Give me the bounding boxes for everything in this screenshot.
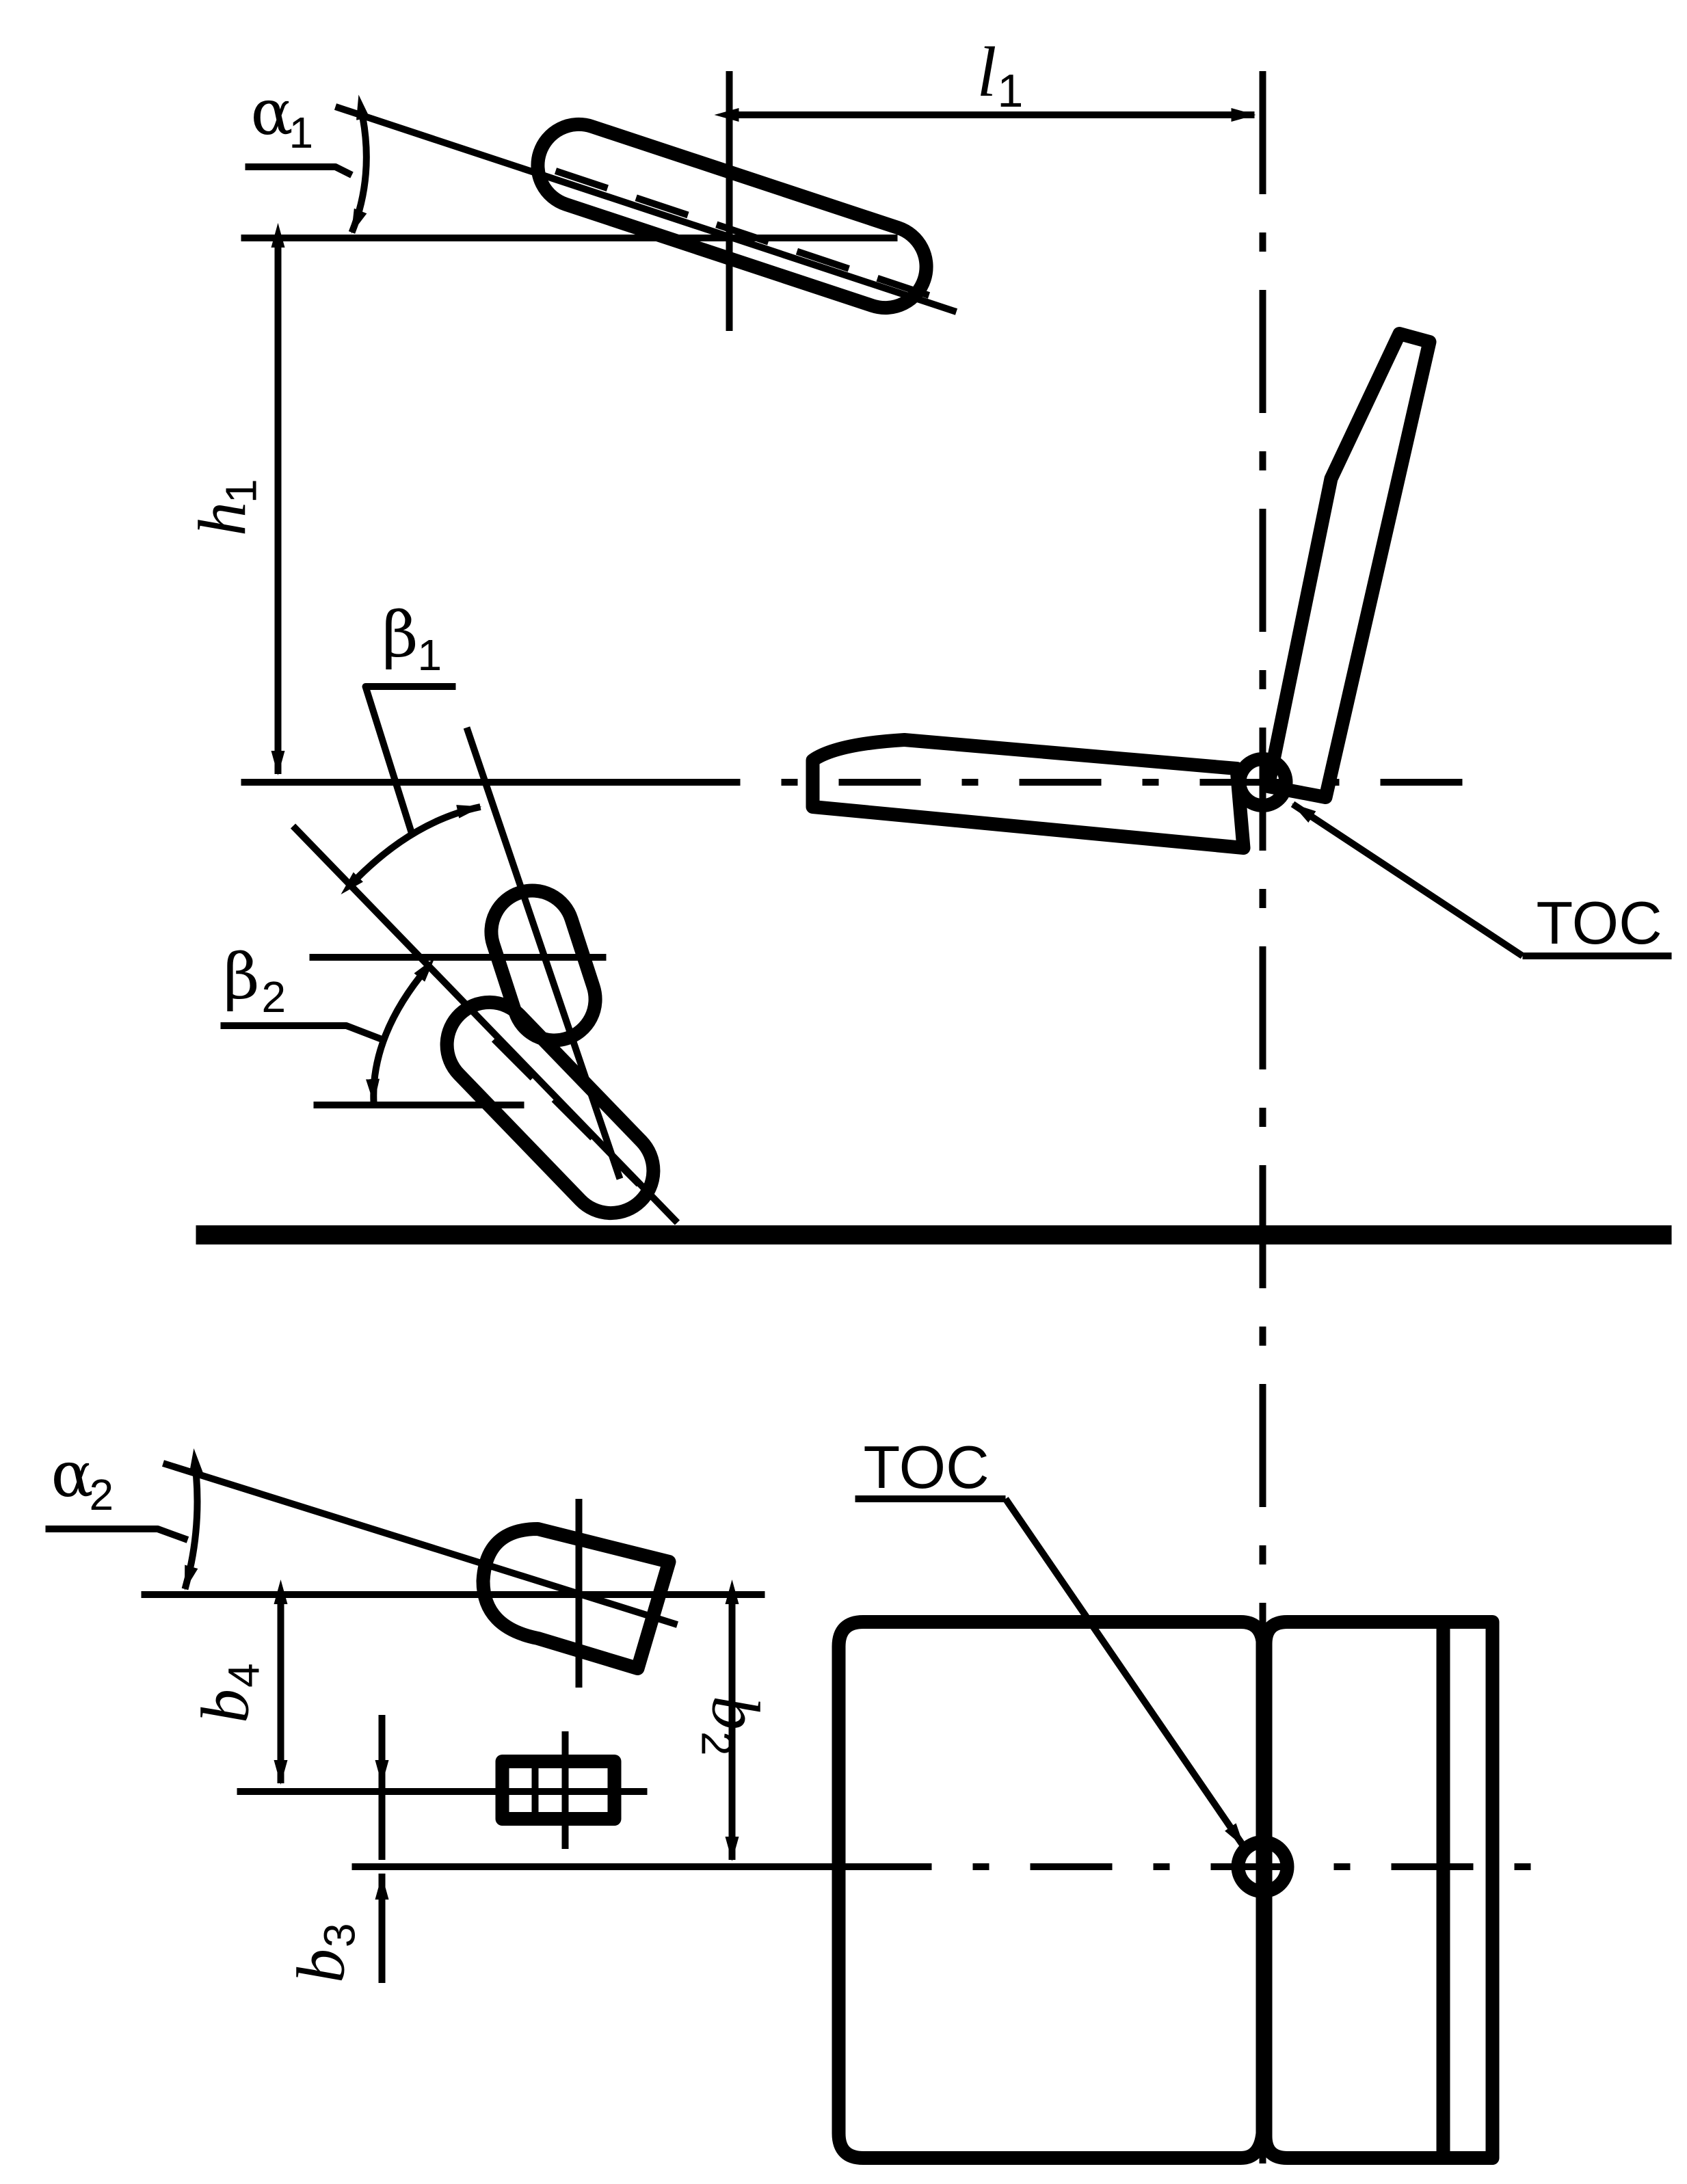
l1-subscript: 1 [998, 65, 1024, 117]
b4-dimension: b 4 [187, 1580, 288, 1785]
b2-label: b [698, 1696, 774, 1730]
toc-top-callout: TOC [855, 1433, 1247, 1848]
h1-label: h [185, 502, 261, 536]
beta2-label: β [224, 940, 260, 1013]
b3-label: b [283, 1949, 359, 1983]
b3-subscript: 3 [315, 1923, 364, 1947]
beta1-subscript: 1 [418, 630, 442, 680]
b3-dimension: b 3 [283, 1715, 389, 1983]
seat-back-top [1258, 1615, 1500, 2165]
beta2-subscript: 2 [262, 972, 287, 1022]
beta2-angle: β 2 [220, 940, 435, 1104]
b4-subscript: 4 [220, 1663, 269, 1688]
alpha2-angle: α 2 [45, 1438, 203, 1590]
l1-label: l [977, 33, 997, 111]
toc-point-side [1232, 752, 1293, 812]
alpha1-label: α [251, 76, 293, 149]
seat-back [1261, 327, 1437, 804]
side-view: l 1 α 1 h 1 [185, 33, 1672, 2184]
b4-label: b [187, 1689, 263, 1723]
toc-side-label: TOC [1537, 889, 1662, 957]
alpha2-subscript: 2 [90, 1470, 114, 1519]
b2-subscript: 2 [693, 1731, 742, 1756]
alpha1-angle: α 1 [245, 76, 370, 234]
b2-dimension: b 2 [693, 1580, 774, 1861]
h1-dimension: h 1 [185, 223, 285, 775]
toc-side-callout: TOC [1290, 801, 1672, 959]
pedal-top-view [495, 1731, 622, 1849]
hand-grip-top [141, 1460, 765, 1688]
foot-pedals [290, 726, 680, 1225]
alpha2-label: α [51, 1438, 94, 1511]
l1-dimension: l 1 [714, 33, 1256, 331]
toc-top-label: TOC [864, 1433, 989, 1501]
toc-point-top [1231, 1835, 1294, 1898]
top-view: α 2 b 4 b 3 [45, 1433, 1547, 2165]
alpha1-subscript: 1 [289, 108, 314, 157]
h1-subscript: 1 [217, 479, 266, 503]
seat-cushion [806, 733, 1251, 855]
beta1-label: β [382, 598, 419, 671]
beta1-angle: β 1 [341, 598, 482, 895]
seat-cushion-top [832, 1615, 1270, 2165]
hand-grip-upper [241, 103, 958, 315]
